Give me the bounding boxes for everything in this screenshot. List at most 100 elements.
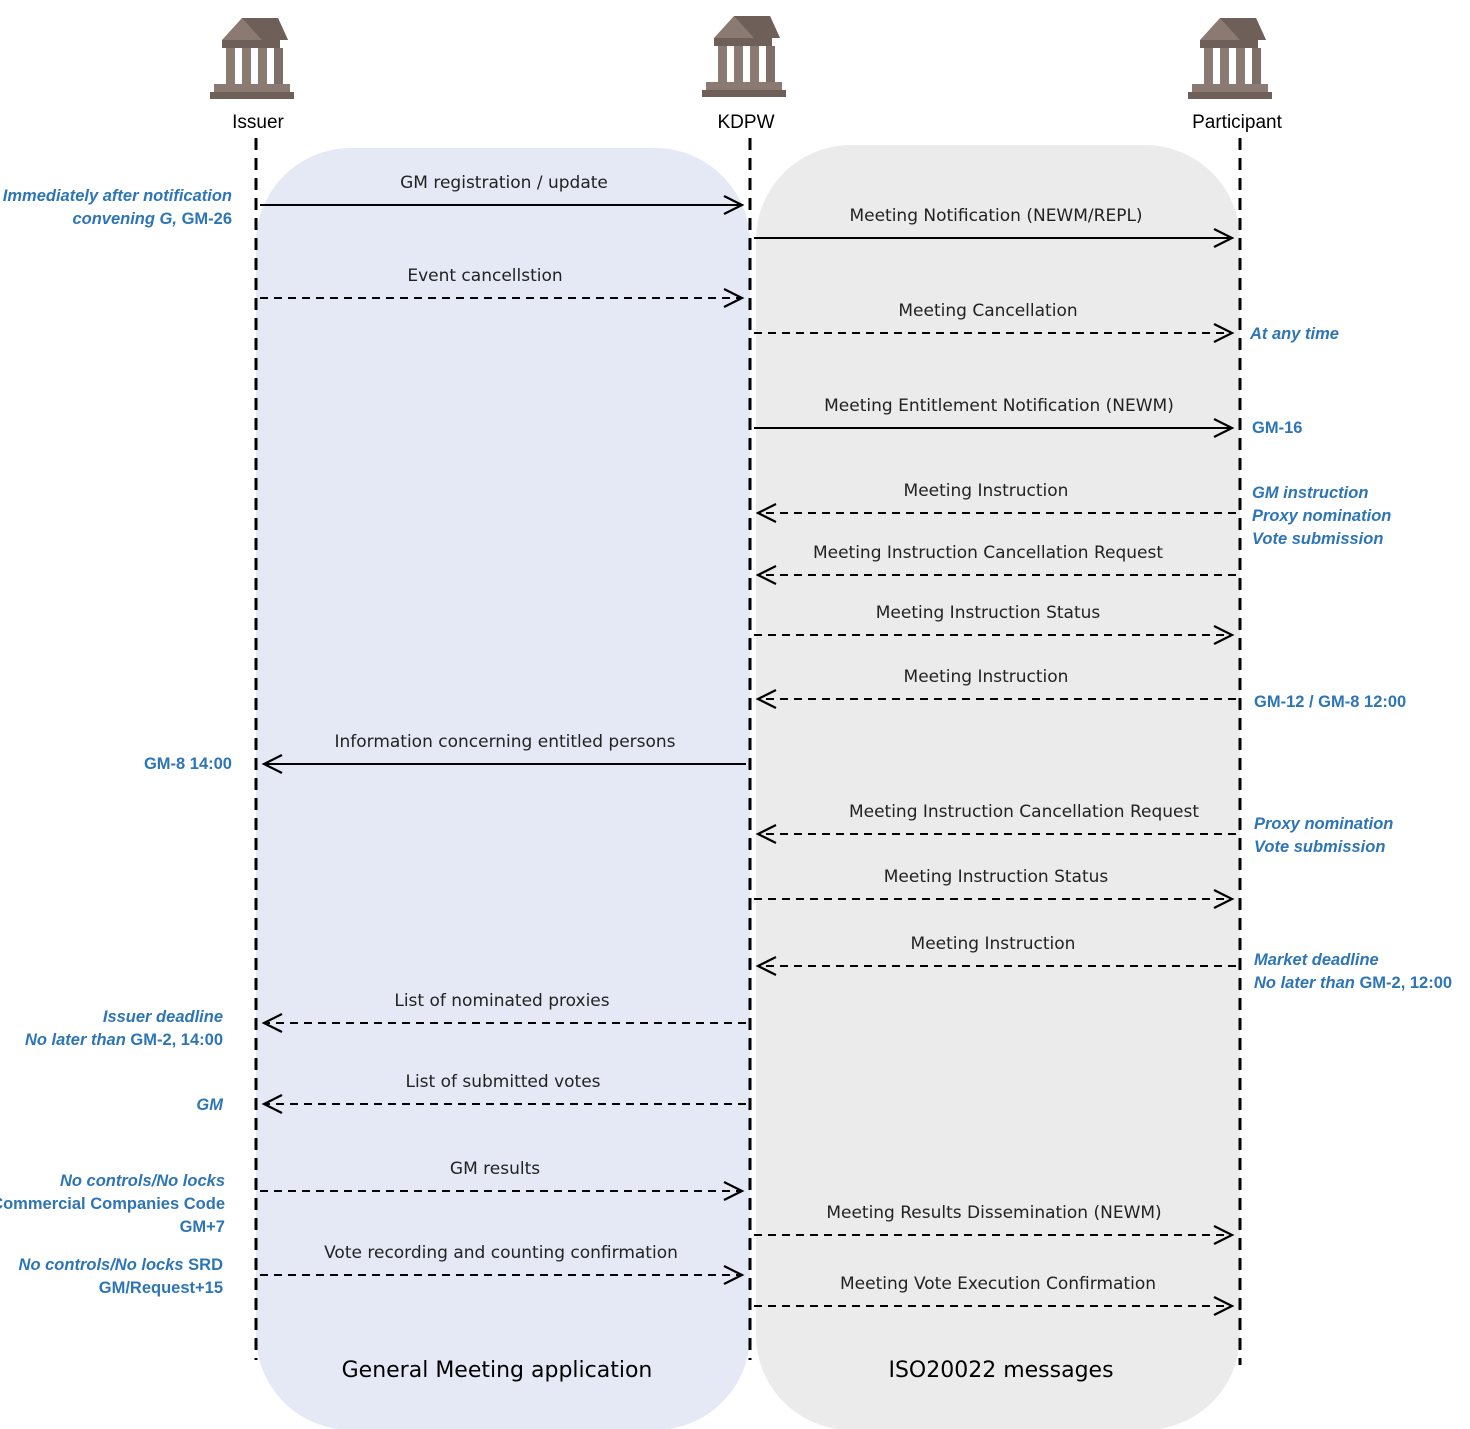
message-label: GM registration / update bbox=[400, 173, 608, 193]
timing-note: GM-12 / GM-8 12:00 bbox=[1254, 693, 1406, 711]
message-label: Meeting Instruction Cancellation Request bbox=[849, 802, 1199, 822]
message-label: Vote recording and counting confirmation bbox=[324, 1243, 678, 1263]
kdpw-label: KDPW bbox=[718, 112, 775, 133]
timing-note: No later than GM-2, 12:00 bbox=[1254, 974, 1452, 992]
message-arrow: GM registration / update bbox=[260, 173, 745, 215]
right-panel-background bbox=[756, 145, 1240, 1429]
message-label: Meeting Instruction bbox=[904, 667, 1069, 687]
message-arrow: List of nominated proxies bbox=[261, 991, 746, 1033]
timing-note-fragment: No later than bbox=[1254, 974, 1359, 992]
message-arrow: Meeting Vote Execution Confirmation bbox=[754, 1274, 1235, 1316]
timing-note-fragment: Market deadline bbox=[1254, 951, 1379, 969]
timing-note-fragment: Vote submission bbox=[1254, 838, 1385, 856]
issuer-label: Issuer bbox=[232, 112, 284, 133]
message-arrow: Meeting Results Dissemination (NEWM) bbox=[754, 1203, 1235, 1245]
left-panel-label: General Meeting application bbox=[342, 1358, 653, 1383]
message-label: Meeting Instruction Cancellation Request bbox=[813, 543, 1163, 563]
timing-note-fragment: Immediately after notification bbox=[3, 187, 232, 205]
timing-note-fragment: At any time bbox=[1249, 325, 1339, 343]
timing-note: Proxy nomination bbox=[1254, 815, 1393, 833]
timing-note: Market deadline bbox=[1254, 951, 1379, 969]
timing-note-fragment: GM+7 bbox=[180, 1218, 225, 1236]
message-arrow: Meeting Instruction Cancellation Request bbox=[755, 802, 1236, 844]
bank-building-icon bbox=[702, 16, 786, 97]
timing-note: No later than GM-2, 14:00 bbox=[25, 1031, 223, 1049]
message-label: Meeting Instruction bbox=[911, 934, 1076, 954]
message-label: List of submitted votes bbox=[405, 1072, 600, 1092]
message-label: Meeting Notification (NEWM/REPL) bbox=[849, 206, 1142, 226]
timing-note-fragment: GM-16 bbox=[1252, 419, 1302, 437]
timing-note-fragment: Vote submission bbox=[1252, 530, 1383, 548]
message-label: GM results bbox=[450, 1159, 540, 1179]
message-arrow: Event cancellstion bbox=[260, 266, 745, 308]
left-panel-background bbox=[256, 148, 750, 1429]
timing-note-fragment: GM-8 14:00 bbox=[144, 755, 232, 773]
message-arrow: Meeting Instruction Cancellation Request bbox=[755, 543, 1236, 585]
timing-note: Vote submission bbox=[1252, 530, 1383, 548]
bank-building-icon bbox=[210, 18, 294, 99]
timing-note: GM/Request+15 bbox=[99, 1279, 223, 1297]
message-arrow: Vote recording and counting confirmation bbox=[260, 1243, 745, 1285]
message-arrow: Meeting Notification (NEWM/REPL) bbox=[754, 206, 1235, 248]
message-arrow: Meeting Instruction bbox=[755, 667, 1236, 709]
timing-note: No controls/No locks SRD bbox=[19, 1256, 224, 1274]
timing-note-fragment: GM-2, 14:00 bbox=[130, 1031, 223, 1049]
message-arrow: Meeting Entitlement Notification (NEWM) bbox=[754, 396, 1235, 438]
message-label: Event cancellstion bbox=[407, 266, 562, 286]
message-arrow: Meeting Instruction bbox=[755, 934, 1236, 976]
timing-note: convening G, GM-26 bbox=[72, 210, 232, 228]
timing-note: GM bbox=[196, 1096, 224, 1114]
participant-actor: Participant bbox=[1188, 18, 1283, 133]
timing-note: Commercial Companies Code bbox=[0, 1195, 225, 1213]
timing-note-fragment: GM instruction bbox=[1252, 484, 1368, 502]
timing-note-fragment: No later than bbox=[25, 1031, 130, 1049]
timing-note-fragment: Issuer deadline bbox=[103, 1008, 223, 1026]
message-label: List of nominated proxies bbox=[394, 991, 609, 1011]
message-label: Meeting Instruction Status bbox=[884, 867, 1109, 887]
message-label: Information concerning entitled persons bbox=[334, 732, 675, 752]
timing-note: Issuer deadline bbox=[103, 1008, 223, 1026]
message-arrow: Information concerning entitled persons bbox=[261, 732, 746, 774]
message-arrow: Meeting Cancellation bbox=[754, 301, 1235, 343]
right-panel-label: ISO20022 messages bbox=[888, 1358, 1113, 1383]
participant-label: Participant bbox=[1192, 112, 1282, 133]
timing-note-fragment: GM bbox=[196, 1096, 224, 1114]
timing-note-fragment: GM-12 / GM-8 12:00 bbox=[1254, 693, 1406, 711]
timing-note: At any time bbox=[1249, 325, 1339, 343]
message-label: Meeting Instruction bbox=[904, 481, 1069, 501]
timing-note-fragment: No controls/No locks bbox=[19, 1256, 189, 1274]
timing-note-fragment: GM-26 bbox=[182, 210, 232, 228]
timing-note-fragment: convening G, bbox=[72, 210, 181, 228]
message-label: Meeting Entitlement Notification (NEWM) bbox=[824, 396, 1174, 416]
timing-note: Immediately after notification bbox=[3, 187, 232, 205]
timing-note-fragment: SRD bbox=[188, 1256, 223, 1274]
message-arrow: Meeting Instruction Status bbox=[754, 603, 1235, 645]
timing-note: Vote submission bbox=[1254, 838, 1385, 856]
timing-note: GM-8 14:00 bbox=[144, 755, 232, 773]
message-label: Meeting Results Dissemination (NEWM) bbox=[826, 1203, 1161, 1223]
timing-note: Proxy nomination bbox=[1252, 507, 1391, 525]
timing-note: GM-16 bbox=[1252, 419, 1302, 437]
bank-building-icon bbox=[1188, 18, 1272, 99]
timing-note-fragment: Proxy nomination bbox=[1254, 815, 1393, 833]
issuer-actor: Issuer bbox=[210, 18, 294, 133]
timing-note-fragment: No controls/No locks bbox=[60, 1172, 225, 1190]
timing-note-fragment: GM-2, 12:00 bbox=[1359, 974, 1452, 992]
message-label: Meeting Instruction Status bbox=[876, 603, 1101, 623]
message-arrow: List of submitted votes bbox=[261, 1072, 746, 1114]
timing-note: No controls/No locks bbox=[60, 1172, 225, 1190]
message-arrow: Meeting Instruction bbox=[755, 481, 1236, 523]
timing-notes: Immediately after notification convening … bbox=[0, 187, 1452, 1297]
timing-note: GM+7 bbox=[180, 1218, 225, 1236]
message-arrow: Meeting Instruction Status bbox=[754, 867, 1235, 909]
message-arrow: GM results bbox=[260, 1159, 745, 1201]
timing-note: GM instruction bbox=[1252, 484, 1368, 502]
message-label: Meeting Vote Execution Confirmation bbox=[840, 1274, 1156, 1294]
timing-note-fragment: Commercial Companies Code bbox=[0, 1195, 225, 1213]
timing-note-fragment: GM/Request+15 bbox=[99, 1279, 223, 1297]
kdpw-actor: KDPW bbox=[702, 16, 786, 133]
message-label: Meeting Cancellation bbox=[898, 301, 1077, 321]
timing-note-fragment: Proxy nomination bbox=[1252, 507, 1391, 525]
